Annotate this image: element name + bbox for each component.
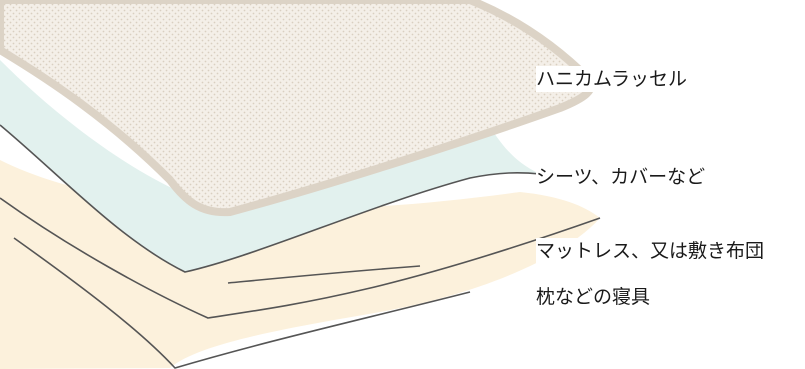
mattress-edge-line-1: [0, 197, 601, 319]
mesh-layer: [0, 0, 596, 217]
bedding-label-line-1: マットレス、又は敷き布団: [536, 238, 765, 264]
mattress-edge-line-2: [13, 237, 471, 369]
sheet-label: シーツ、カバーなど: [536, 164, 706, 190]
bedding-label-line-2: 枕などの寝具: [536, 284, 651, 310]
mattress-inner-line: [227, 265, 421, 284]
sheet-layer: [0, 60, 540, 272]
sheet-edge-line: [0, 124, 541, 273]
mesh-label: ハニカムラッセル: [536, 66, 688, 92]
